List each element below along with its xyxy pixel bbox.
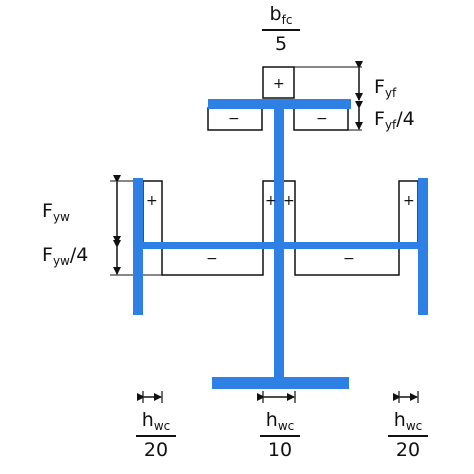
right-stiffener-bar <box>418 178 428 315</box>
fyf-sub: yf <box>384 86 397 100</box>
top-fraction-bar <box>262 29 300 31</box>
top-flange-minus-sign-right: − <box>316 111 328 127</box>
web-plus-sign-center-right: + <box>283 193 295 209</box>
fyf4-tail: /4 <box>396 108 415 130</box>
top-flange-tension-block <box>262 66 295 99</box>
bottom-mid-denominator: 10 <box>267 438 293 461</box>
top-width-fraction: bfc 5 <box>262 3 300 55</box>
fyw-main: F <box>42 200 53 222</box>
bottom-right-numerator: hwc <box>388 409 428 433</box>
fyf-main: F <box>374 76 385 98</box>
web-tension-block-right <box>398 180 419 246</box>
bottom-left-num-sub: wc <box>153 419 171 433</box>
fyw4-tail: /4 <box>69 244 89 266</box>
web-tension-block-left <box>142 180 163 246</box>
bottom-right-fraction-bar <box>388 435 428 437</box>
fyw4-main: F <box>42 244 53 266</box>
fyw-label: Fyw <box>42 200 70 224</box>
top-fraction-num-sub: fc <box>281 13 293 27</box>
bottom-mid-fraction: hwc 10 <box>260 409 300 461</box>
web-plus-sign-right: + <box>403 193 415 209</box>
fyw4-label: Fyw/4 <box>42 244 89 268</box>
top-fraction-numerator: bfc <box>262 3 300 27</box>
bottom-mid-num-sub: wc <box>277 419 295 433</box>
bottom-left-denominator: 20 <box>143 438 169 461</box>
bottom-right-num-sub: wc <box>405 419 423 433</box>
fyf4-label: Fyf/4 <box>374 108 415 132</box>
bottom-flange-bar <box>212 377 349 389</box>
fyw-sub: yw <box>52 210 70 224</box>
horizontal-web-bar <box>133 242 423 249</box>
left-stiffener-bar <box>133 178 143 315</box>
bottom-mid-fraction-bar <box>260 435 300 437</box>
bottom-left-numerator: hwc <box>136 409 176 433</box>
web-compression-block-right <box>294 244 400 276</box>
top-flange-plus-sign: + <box>273 76 285 92</box>
fyf4-main: F <box>374 108 385 130</box>
top-flange-minus-sign-left: − <box>228 111 240 127</box>
web-minus-sign-left: − <box>206 251 218 267</box>
top-fraction-num-main: b <box>269 3 282 25</box>
bottom-left-fraction: hwc 20 <box>136 409 176 461</box>
top-fraction-denominator: 5 <box>274 32 288 55</box>
web-minus-sign-right: − <box>343 251 355 267</box>
bottom-left-num-main: h <box>141 409 154 431</box>
fyf4-sub: yf <box>384 118 397 132</box>
bottom-right-num-main: h <box>393 409 406 431</box>
fyw4-sub: yw <box>52 254 70 268</box>
web-plus-sign-left: + <box>146 193 158 209</box>
fyf-label: Fyf <box>374 76 397 100</box>
bottom-mid-numerator: hwc <box>260 409 300 433</box>
top-flange-bar <box>208 99 351 109</box>
bottom-right-fraction: hwc 20 <box>388 409 428 461</box>
web-plus-sign-center-left: + <box>265 193 277 209</box>
bottom-left-fraction-bar <box>136 435 176 437</box>
bottom-mid-num-main: h <box>265 409 278 431</box>
bottom-right-denominator: 20 <box>395 438 421 461</box>
